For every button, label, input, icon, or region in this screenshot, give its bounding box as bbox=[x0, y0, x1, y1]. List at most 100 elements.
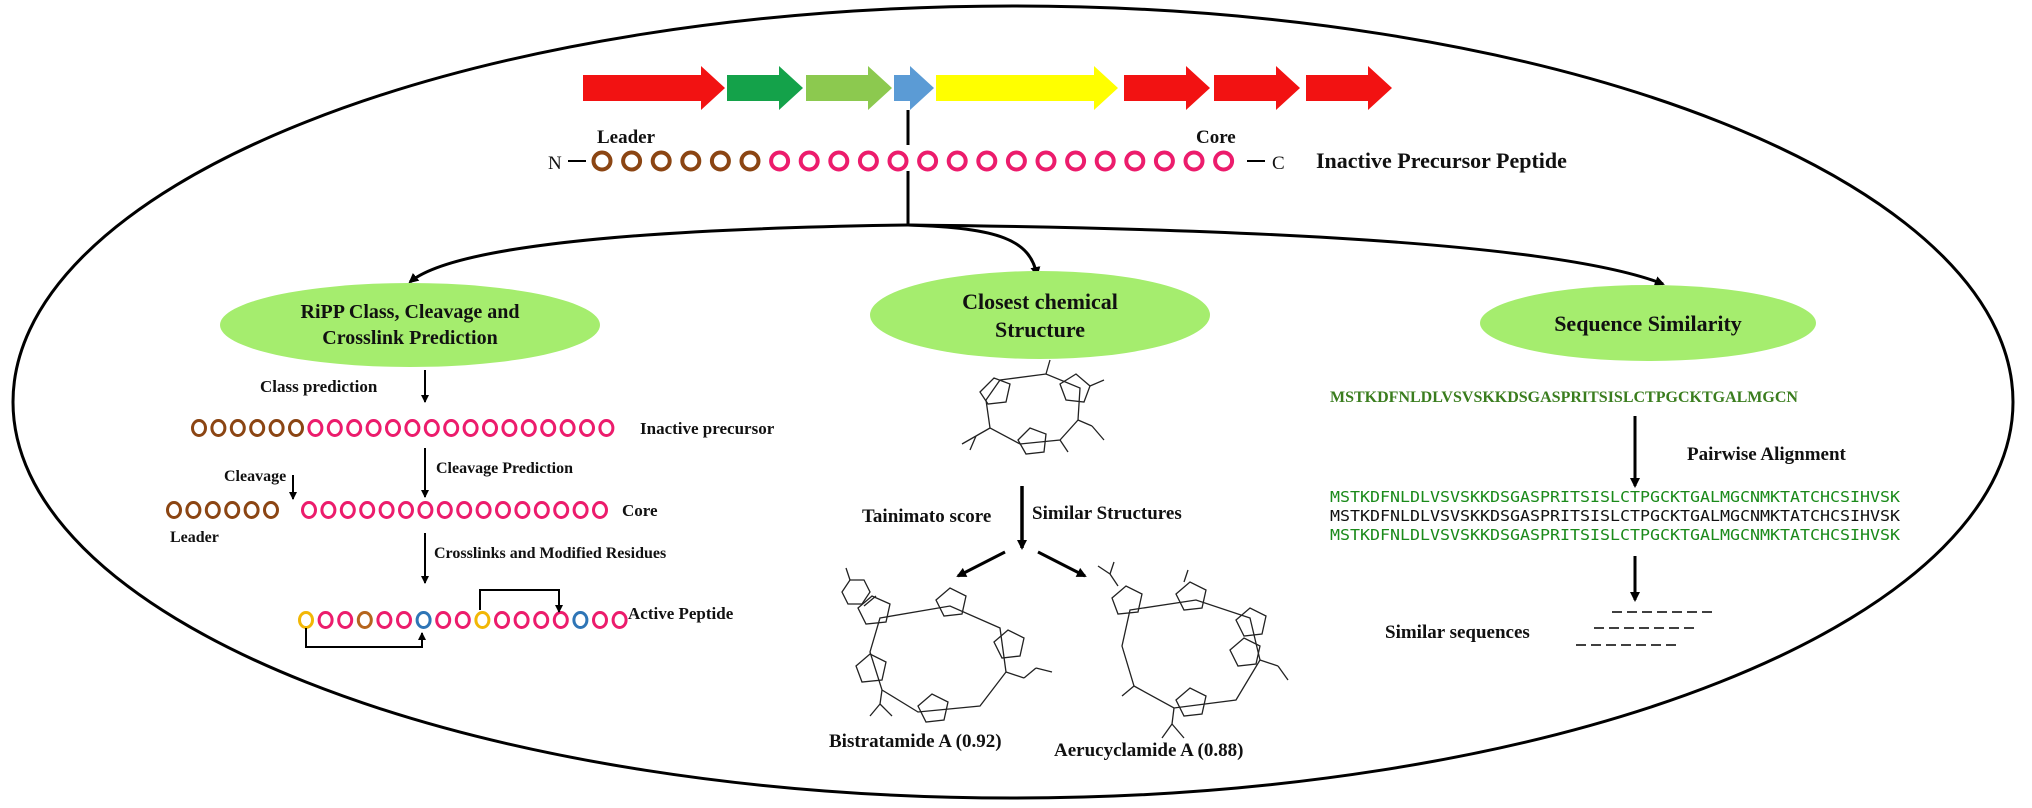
alignment-row-2: MSTKDFNLDLVSVSKKDSGASPRITSISLCTPGCKTGALM… bbox=[1330, 507, 1901, 525]
core-bead bbox=[1005, 150, 1027, 172]
core-bead bbox=[559, 419, 576, 437]
core-bead bbox=[533, 611, 550, 629]
hit-arrow-left bbox=[956, 550, 1006, 578]
core-bead bbox=[301, 501, 317, 519]
inactive-precursor-label: Inactive precursor bbox=[640, 419, 775, 438]
c-terminus-label: C bbox=[1272, 153, 1285, 174]
leader-bead bbox=[680, 150, 702, 172]
n-terminus-label: N bbox=[548, 153, 562, 174]
core-bead bbox=[514, 501, 531, 519]
core-bead bbox=[592, 611, 608, 629]
aerucyclamide-label: Aerucyclamide A (0.88) bbox=[1054, 740, 1243, 761]
core-bead bbox=[533, 501, 550, 519]
structure-bubble-line2: Structure bbox=[995, 317, 1085, 342]
core-bead bbox=[404, 419, 421, 437]
core-bead bbox=[436, 501, 453, 519]
precursor-leader-label: Leader bbox=[597, 127, 656, 148]
core-bead bbox=[494, 611, 510, 629]
core-bead bbox=[1153, 150, 1175, 172]
core-bead bbox=[553, 501, 570, 519]
gene-arrow-red bbox=[1306, 66, 1392, 110]
core-bead bbox=[396, 611, 412, 629]
core-bead bbox=[592, 501, 608, 519]
class-prediction-label: Class prediction bbox=[260, 377, 378, 396]
core-bead bbox=[798, 150, 820, 172]
core-bead bbox=[475, 501, 492, 519]
core-bead bbox=[769, 150, 791, 172]
core-bead bbox=[540, 419, 557, 437]
structure-bubble-line1: Closest chemical bbox=[962, 289, 1118, 314]
core-bead bbox=[857, 150, 879, 172]
core-bead bbox=[611, 611, 628, 629]
core-bead bbox=[946, 150, 968, 172]
core-bead bbox=[346, 419, 363, 437]
similar-structures-label: Similar Structures bbox=[1032, 503, 1182, 524]
core-bead bbox=[398, 501, 414, 519]
core-bead bbox=[337, 611, 354, 629]
core-bead bbox=[307, 419, 324, 437]
modified-residue-bead bbox=[298, 611, 314, 629]
query-structure bbox=[961, 359, 1105, 455]
branch-left bbox=[408, 223, 909, 284]
gene-cluster bbox=[583, 66, 1392, 110]
leader-bead bbox=[229, 419, 246, 437]
gene-arrow-dark-green bbox=[727, 66, 803, 110]
precursor-core-label: Core bbox=[1196, 127, 1236, 148]
core-label: Core bbox=[622, 501, 658, 520]
leader-bead bbox=[243, 501, 260, 519]
core-bead bbox=[495, 501, 511, 519]
core-bead bbox=[598, 419, 615, 437]
core-bead bbox=[359, 501, 376, 519]
leader-bead bbox=[288, 419, 304, 437]
core-bead bbox=[482, 419, 498, 437]
sequence-bubble bbox=[1480, 285, 1816, 361]
leader-bead bbox=[709, 150, 731, 172]
core-bead bbox=[1094, 150, 1116, 172]
modified-residue-bead bbox=[572, 611, 589, 629]
gene-arrow-blue bbox=[894, 66, 934, 110]
core-bead bbox=[435, 611, 452, 629]
modified-residue-bead bbox=[356, 611, 373, 629]
core-bead bbox=[339, 501, 356, 519]
crosslink-bracket-1 bbox=[305, 628, 426, 648]
branch-right bbox=[907, 223, 1665, 286]
ripp-bubble bbox=[220, 283, 600, 367]
outer-ellipse bbox=[11, 4, 2015, 800]
leader-bead bbox=[224, 501, 241, 519]
core-bead bbox=[1213, 150, 1235, 172]
core-bead bbox=[326, 419, 343, 437]
branch-middle bbox=[907, 223, 1041, 277]
core-bead bbox=[501, 419, 518, 437]
core-bead bbox=[462, 419, 479, 437]
cleavage-label: Cleavage bbox=[224, 468, 286, 485]
sequence-bubble-label: Sequence Similarity bbox=[1554, 311, 1742, 336]
core-bead bbox=[572, 501, 589, 519]
crosslinks-label: Crosslinks and Modified Residues bbox=[434, 545, 666, 562]
core-bead bbox=[976, 150, 998, 172]
active-peptide-beads bbox=[298, 611, 628, 629]
bistratamide-label: Bistratamide A (0.92) bbox=[829, 731, 1002, 752]
leader-bead bbox=[249, 419, 266, 437]
inactive-precursor-beads bbox=[191, 419, 615, 437]
hit-arrow-right bbox=[1037, 550, 1087, 578]
tanimoto-label: Tainimato score bbox=[862, 506, 991, 527]
crosslink-bracket-2 bbox=[479, 589, 563, 613]
aerucyclamide-structure bbox=[1097, 561, 1289, 739]
core-bead bbox=[320, 501, 337, 519]
core-bead bbox=[1183, 150, 1205, 172]
core-bead bbox=[454, 611, 471, 629]
core-bead bbox=[828, 150, 850, 172]
gene-arrow-red bbox=[1214, 66, 1300, 110]
leader-label: Leader bbox=[170, 529, 219, 546]
core-bead bbox=[365, 419, 382, 437]
core-bead bbox=[376, 611, 393, 629]
alignment-row-1: MSTKDFNLDLVSVSKKDSGASPRITSISLCTPGCKTGALM… bbox=[1330, 488, 1901, 506]
gene-arrow-red bbox=[1124, 66, 1210, 110]
core-bead bbox=[317, 611, 334, 629]
gene-arrow-yellow bbox=[936, 66, 1118, 110]
ripp-bubble-line1: RiPP Class, Cleavage and bbox=[301, 301, 520, 323]
leader-bead bbox=[263, 501, 279, 519]
leader-bead bbox=[191, 419, 207, 437]
ripp-bubble-line2: Crosslink Prediction bbox=[322, 327, 497, 349]
